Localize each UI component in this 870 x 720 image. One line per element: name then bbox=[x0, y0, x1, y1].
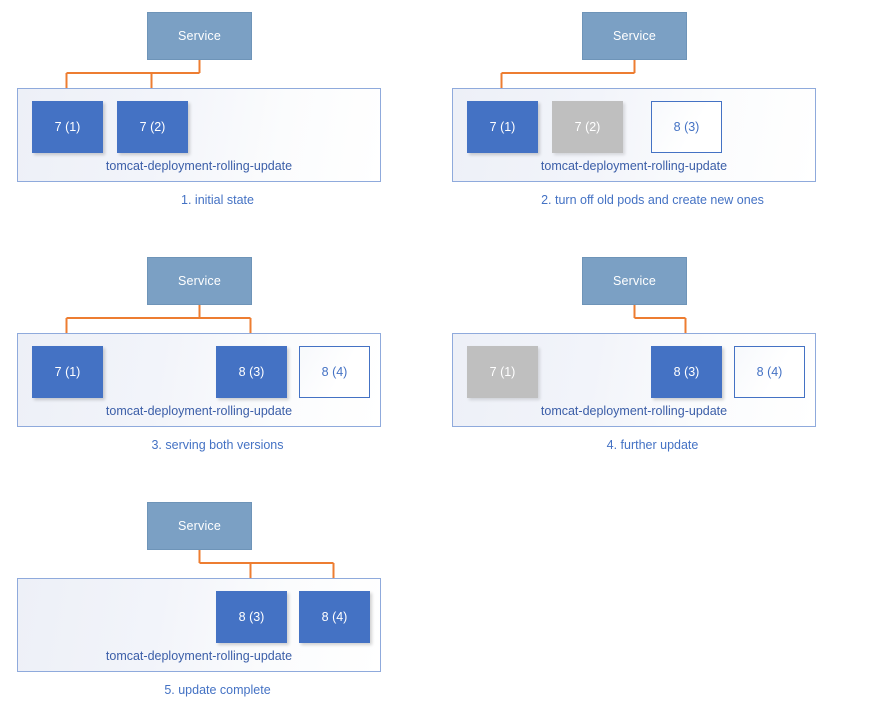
pod-box-pending: 8 (4) bbox=[299, 346, 370, 398]
service-label: Service bbox=[177, 29, 222, 43]
pod-box-active: 8 (4) bbox=[299, 591, 370, 643]
deployment-name-label: tomcat-deployment-rolling-update bbox=[105, 404, 293, 418]
pod-label: 7 (2) bbox=[139, 120, 166, 134]
deployment-name-label: tomcat-deployment-rolling-update bbox=[540, 404, 728, 418]
pod-label: 8 (4) bbox=[756, 365, 783, 379]
pod-box-active: 8 (3) bbox=[216, 591, 287, 643]
deployment-name-label: tomcat-deployment-rolling-update bbox=[105, 649, 293, 663]
service-box: Service bbox=[582, 257, 687, 305]
service-box: Service bbox=[147, 257, 252, 305]
pod-label: 7 (1) bbox=[489, 120, 516, 134]
panel-caption: 3. serving both versions bbox=[151, 438, 284, 452]
pod-box-active: 7 (1) bbox=[32, 346, 103, 398]
pod-box-active: 8 (3) bbox=[216, 346, 287, 398]
panel-caption: 5. update complete bbox=[164, 683, 271, 697]
pod-label: 7 (1) bbox=[489, 365, 516, 379]
deployment-name-label: tomcat-deployment-rolling-update bbox=[540, 159, 728, 173]
pod-box-active: 8 (3) bbox=[651, 346, 722, 398]
pod-label: 8 (3) bbox=[673, 365, 700, 379]
pod-box-pending: 8 (3) bbox=[651, 101, 722, 153]
pod-box-pending: 8 (4) bbox=[734, 346, 805, 398]
pod-label: 7 (1) bbox=[54, 120, 81, 134]
pod-box-active: 7 (2) bbox=[117, 101, 188, 153]
panel-caption: 2. turn off old pods and create new ones bbox=[541, 193, 764, 207]
deployment-container: 7 (1) 7 (2) 8 (3) tomcat-deployment-rolling… bbox=[452, 88, 816, 182]
service-label: Service bbox=[612, 274, 657, 288]
service-label: Service bbox=[177, 519, 222, 533]
pod-label: 8 (3) bbox=[238, 610, 265, 624]
panel-2: Service 7 (1) 7 (2) 8 (3) tomcat-deployment-… bbox=[435, 0, 870, 230]
pod-box-active: 7 (1) bbox=[467, 101, 538, 153]
service-label: Service bbox=[177, 274, 222, 288]
panel-caption: 4. further update bbox=[606, 438, 699, 452]
service-box: Service bbox=[582, 12, 687, 60]
pod-box-stopped: 7 (2) bbox=[552, 101, 623, 153]
service-box: Service bbox=[147, 502, 252, 550]
pod-label: 7 (1) bbox=[54, 365, 81, 379]
pod-label: 8 (4) bbox=[321, 610, 348, 624]
pod-label: 8 (4) bbox=[321, 365, 348, 379]
deployment-container: 7 (1) 8 (3) 8 (4) tomcat-deployment-rolling… bbox=[17, 333, 381, 427]
deployment-container: 8 (3) 8 (4) tomcat-deployment-rolling-upda… bbox=[17, 578, 381, 672]
panel-5: Service 8 (3) 8 (4) tomcat-deployment-rolli… bbox=[0, 490, 435, 720]
deployment-container: 7 (1) 8 (3) 8 (4) tomcat-deployment-rolling… bbox=[452, 333, 816, 427]
pod-label: 8 (3) bbox=[673, 120, 700, 134]
service-label: Service bbox=[612, 29, 657, 43]
deployment-name-label: tomcat-deployment-rolling-update bbox=[105, 159, 293, 173]
panel-caption: 1. initial state bbox=[181, 193, 254, 207]
pod-label: 7 (2) bbox=[574, 120, 601, 134]
service-box: Service bbox=[147, 12, 252, 60]
panel-4: Service 7 (1) 8 (3) 8 (4) tomcat-deployment-… bbox=[435, 245, 870, 475]
deployment-container: 7 (1) 7 (2) tomcat-deployment-rolling-upda… bbox=[17, 88, 381, 182]
pod-label: 8 (3) bbox=[238, 365, 265, 379]
panel-3: Service 7 (1) 8 (3) 8 (4) tomcat-deployment-… bbox=[0, 245, 435, 475]
pod-box-active: 7 (1) bbox=[32, 101, 103, 153]
pod-box-stopped: 7 (1) bbox=[467, 346, 538, 398]
panel-1: Service 7 (1) 7 (2) tomcat-deployment-rolli… bbox=[0, 0, 435, 230]
